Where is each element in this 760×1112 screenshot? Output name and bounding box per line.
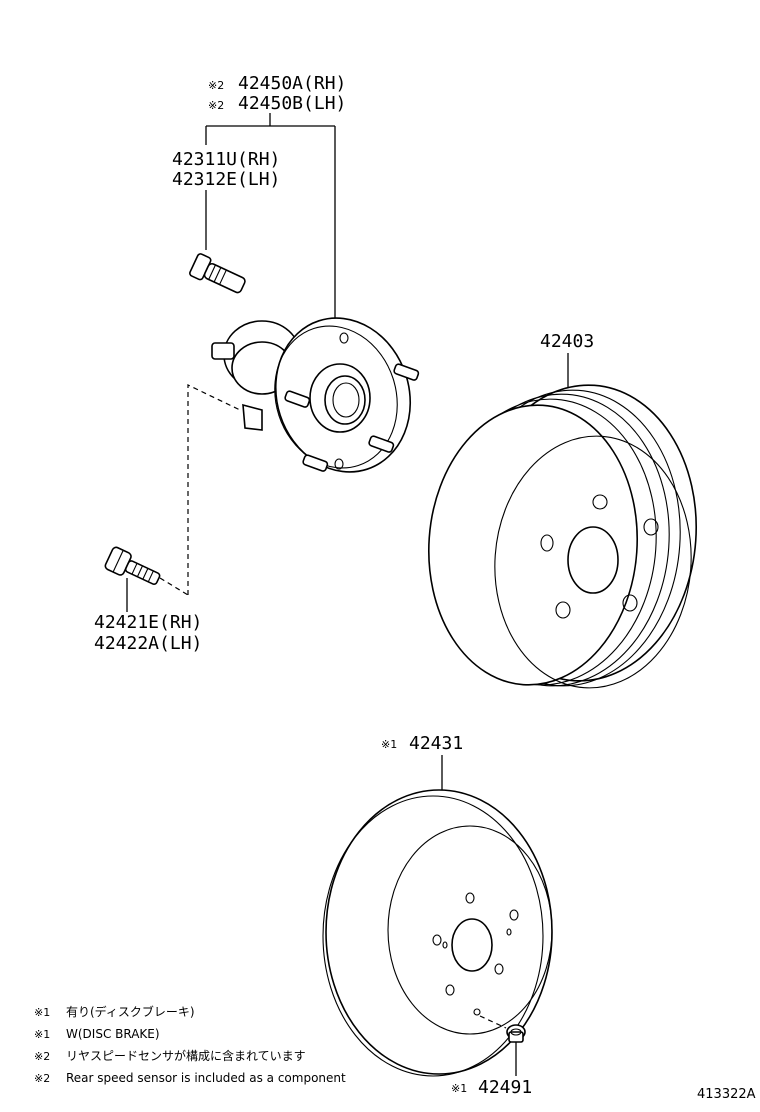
hub-rh-marker: ※2 xyxy=(208,79,224,92)
part-number-42450B[interactable]: 42450B(LH) xyxy=(238,93,346,114)
part-number-42450A[interactable]: 42450A(RH) xyxy=(238,73,346,94)
wheel-stud-1 xyxy=(393,363,420,381)
disc-marker: ※1 xyxy=(381,738,397,751)
note-2-marker: ※1 xyxy=(34,1028,50,1041)
note-3-text: リヤスピードセンサが構成に含まれています xyxy=(66,1048,306,1063)
hub-leader-bracket xyxy=(205,113,336,318)
note-2-text: W(DISC BRAKE) xyxy=(66,1027,160,1041)
note-1-marker: ※1 xyxy=(34,1006,50,1019)
part-number-42431[interactable]: 42431 xyxy=(409,733,463,754)
hub-mounting-bolt[interactable] xyxy=(104,546,163,591)
part-number-42311U[interactable]: 42311U(RH) xyxy=(172,149,280,170)
part-number-42403[interactable]: 42403 xyxy=(540,331,594,352)
diagram-id: 413322A xyxy=(697,1087,756,1102)
wheel-stud-4 xyxy=(302,454,329,472)
part-number-42491[interactable]: 42491 xyxy=(478,1077,532,1098)
plug-dashed-leader xyxy=(479,1015,507,1029)
hub-lh-marker: ※2 xyxy=(208,99,224,112)
brake-disc[interactable] xyxy=(322,789,553,1077)
note-4-text: Rear speed sensor is included as a compo… xyxy=(66,1071,346,1085)
hub-bearing-assembly[interactable] xyxy=(211,300,430,489)
hole-plug[interactable] xyxy=(506,1024,526,1043)
part-number-42422A[interactable]: 42422A(LH) xyxy=(94,633,202,654)
note-3-marker: ※2 xyxy=(34,1050,50,1063)
footnotes: ※1 有り(ディスクブレーキ) ※1 W(DISC BRAKE) ※2 リヤスピ… xyxy=(34,1004,346,1085)
mounting-bolt-dashed-leader xyxy=(159,384,241,596)
part-number-42421E[interactable]: 42421E(RH) xyxy=(94,612,202,633)
wheel-stud-3 xyxy=(368,435,395,453)
wheel-stud-2 xyxy=(284,390,311,408)
part-number-42312E[interactable]: 42312E(LH) xyxy=(172,169,280,190)
brake-drum[interactable] xyxy=(419,378,706,695)
note-4-marker: ※2 xyxy=(34,1072,50,1085)
hub-bolt-stud[interactable] xyxy=(189,253,248,298)
plug-marker: ※1 xyxy=(451,1082,467,1095)
note-1-text: 有り(ディスクブレーキ) xyxy=(66,1004,195,1019)
